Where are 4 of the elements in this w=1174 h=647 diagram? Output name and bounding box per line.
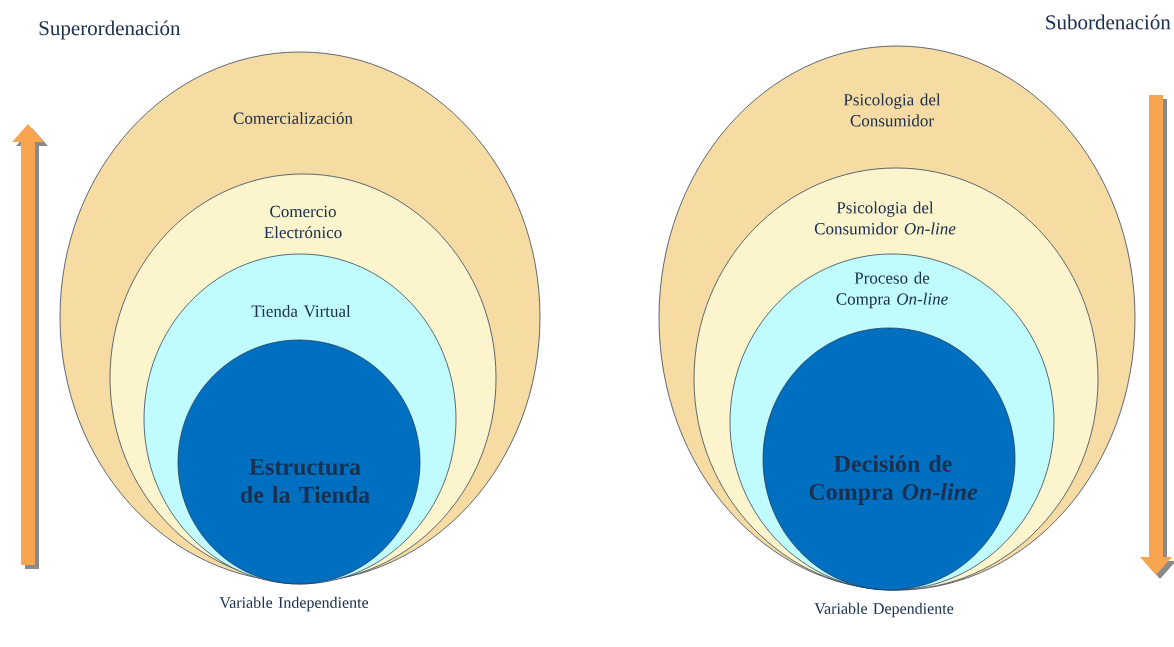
variable-caption: Variable Independiente — [219, 596, 369, 612]
heading: Subordenación — [1046, 14, 1171, 30]
heading: Superordenación — [39, 20, 181, 40]
variable-caption: Variable Dependiente — [814, 602, 954, 618]
